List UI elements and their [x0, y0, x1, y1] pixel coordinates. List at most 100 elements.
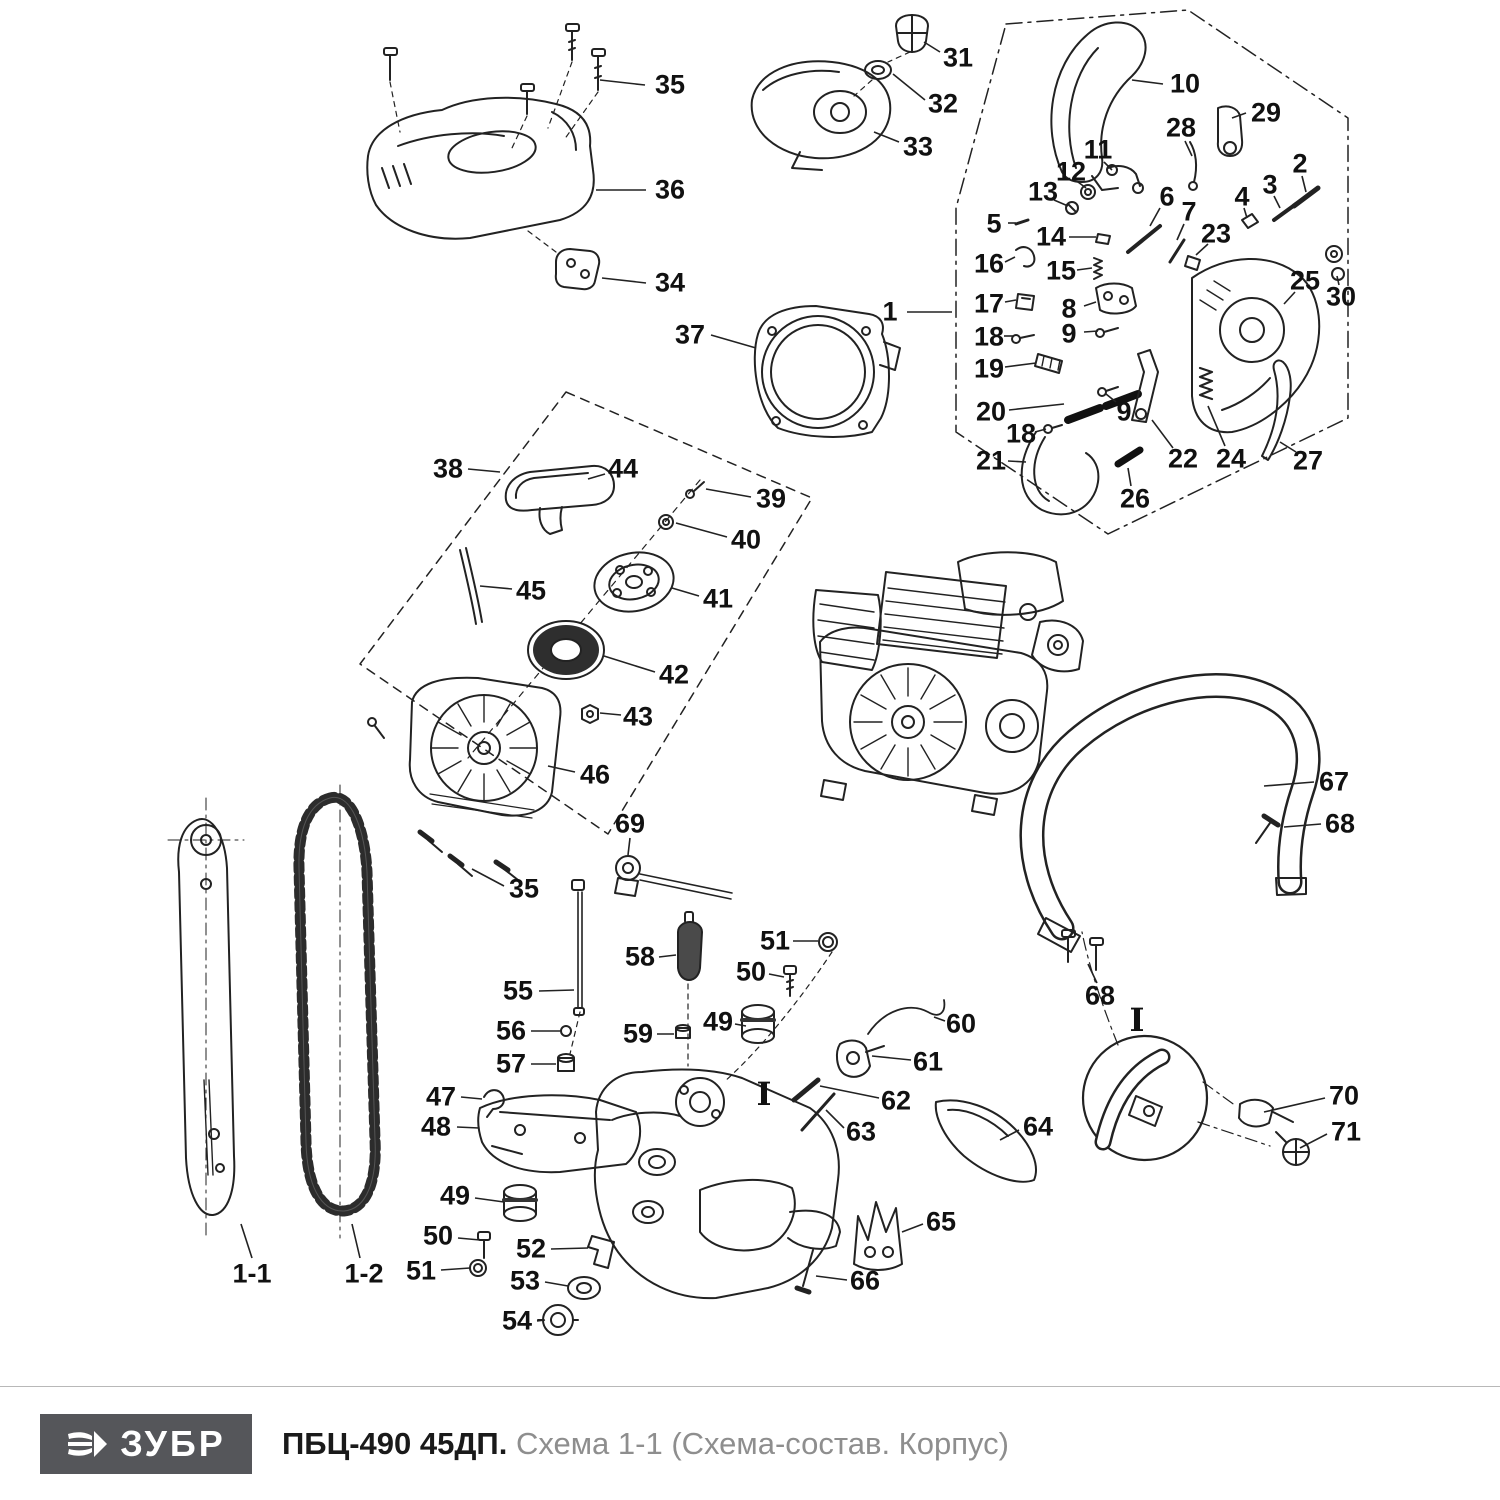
trigger-52 — [587, 1235, 615, 1269]
chain-brake-parts-cluster — [1011, 105, 1345, 468]
callout-line-48 — [456, 1126, 480, 1129]
buffer-49-bottom — [502, 1184, 538, 1222]
clip-47 — [483, 1089, 505, 1118]
diagram-artwork — [167, 9, 1349, 1336]
callout-line-1-2 — [351, 1223, 361, 1259]
nut-43 — [581, 704, 599, 724]
callout-line-26 — [1127, 467, 1132, 487]
screw-68-right — [1255, 813, 1281, 844]
screws-68-bottom — [1061, 929, 1104, 971]
callout-line-61 — [871, 1055, 912, 1061]
clutch-cover-25 — [1191, 258, 1321, 434]
diagram-title: ПБЦ-490 45ДП. Схема 1-1 (Схема-состав. К… — [282, 1426, 1009, 1462]
cap-31 — [895, 14, 929, 53]
callout-line-40 — [675, 522, 728, 538]
callout-line-6 — [1149, 207, 1161, 227]
grommet-57 — [557, 1053, 575, 1072]
switch-lever-70 — [1238, 1098, 1294, 1128]
screw-50-top — [783, 965, 797, 997]
callout-line-35 — [471, 868, 505, 887]
construction-lines-bottom — [569, 951, 833, 1083]
screws-35-lower — [417, 829, 519, 881]
callout-line-34 — [601, 277, 647, 284]
throttle-wire-60 — [867, 999, 946, 1035]
starter-assembly-38 — [359, 391, 813, 835]
screws-35-top — [383, 23, 606, 149]
callout-line-22 — [1151, 419, 1174, 449]
starter-handle-44 — [504, 464, 615, 535]
o-ring-51-top — [818, 932, 838, 952]
callout-line-32 — [892, 73, 926, 101]
callout-line-9 — [1083, 330, 1099, 333]
bottom-plate-48 — [477, 1094, 642, 1174]
bumper-spike-65 — [853, 1201, 903, 1271]
callout-line-9 — [1105, 393, 1117, 403]
callout-line-65 — [901, 1223, 924, 1233]
callout-line-50 — [768, 973, 785, 978]
callout-line-51 — [440, 1267, 471, 1271]
callout-line-21 — [1007, 460, 1027, 463]
pin-62 — [791, 1077, 821, 1103]
callout-line-50 — [457, 1237, 481, 1241]
starter-housing-46 — [367, 676, 562, 819]
callout-line-68 — [1283, 823, 1322, 828]
brake-band-21 — [1020, 431, 1100, 516]
zubr-logo: ЗУБР — [40, 1413, 252, 1474]
callout-lines-layer — [240, 41, 1340, 1322]
footer-bar: ЗУБР ПБЦ-490 45ДП. Схема 1-1 (Схема-сост… — [0, 1386, 1500, 1500]
bracket-34 — [523, 227, 601, 291]
callout-line-24 — [1207, 405, 1226, 447]
fan-housing-37 — [753, 305, 901, 438]
callout-line-17 — [1004, 299, 1017, 303]
air-filter-cover-33 — [750, 51, 911, 171]
starter-rope-45 — [459, 547, 483, 625]
callout-line-18 — [1034, 428, 1047, 433]
callout-line-23 — [1195, 243, 1209, 256]
washer-53 — [567, 1276, 601, 1300]
callout-line-35 — [599, 79, 646, 86]
callout-line-27 — [1279, 441, 1297, 453]
callout-line-45 — [479, 585, 513, 590]
detail-view-I — [1081, 931, 1271, 1162]
callout-line-39 — [705, 488, 752, 498]
callout-line-66 — [815, 1275, 848, 1281]
callout-line-49 — [734, 1023, 747, 1027]
callout-line-44 — [587, 473, 606, 480]
callout-line-58 — [658, 954, 677, 958]
callout-line-62 — [819, 1085, 880, 1099]
callout-line-52 — [550, 1247, 589, 1250]
callout-line-19 — [1004, 362, 1037, 368]
grommet-59 — [675, 1024, 691, 1039]
schema-subtitle: Схема 1-1 (Схема-состав. Корпус) — [515, 1425, 1009, 1461]
screw-50-bottom — [477, 1231, 491, 1259]
rope-pulley-41 — [593, 551, 675, 613]
fuel-filter-58 — [677, 911, 703, 981]
callout-line-49 — [474, 1197, 505, 1203]
saw-chain-1-2 — [293, 784, 381, 1239]
engine-assembly — [812, 551, 1084, 816]
callout-line-67 — [1263, 781, 1315, 787]
screw-66 — [794, 1249, 814, 1295]
buffer-49-top — [740, 1004, 776, 1044]
callout-line-7 — [1176, 223, 1185, 241]
callout-line-43 — [599, 712, 622, 716]
valve-71 — [1275, 1131, 1310, 1166]
callout-line-70 — [1263, 1097, 1326, 1113]
callout-line-8 — [1083, 301, 1097, 307]
fuel-tank-handle-assembly — [593, 1068, 841, 1300]
callout-line-16 — [1004, 256, 1016, 263]
side-cover-64 — [934, 1099, 1037, 1183]
callout-line-63 — [825, 1109, 845, 1129]
callout-line-25 — [1283, 291, 1296, 305]
callout-line-64 — [999, 1129, 1020, 1141]
oil-pump-69 — [614, 855, 733, 900]
callout-line-20 — [1008, 403, 1065, 411]
callout-line-60 — [933, 1016, 946, 1022]
zubr-arrow-icon — [68, 1430, 108, 1457]
callout-line-53 — [544, 1281, 569, 1287]
screw-39 — [685, 481, 705, 499]
rod-63 — [800, 1092, 836, 1132]
throttle-lever-61 — [835, 1039, 885, 1078]
callout-line-13 — [1053, 199, 1069, 207]
